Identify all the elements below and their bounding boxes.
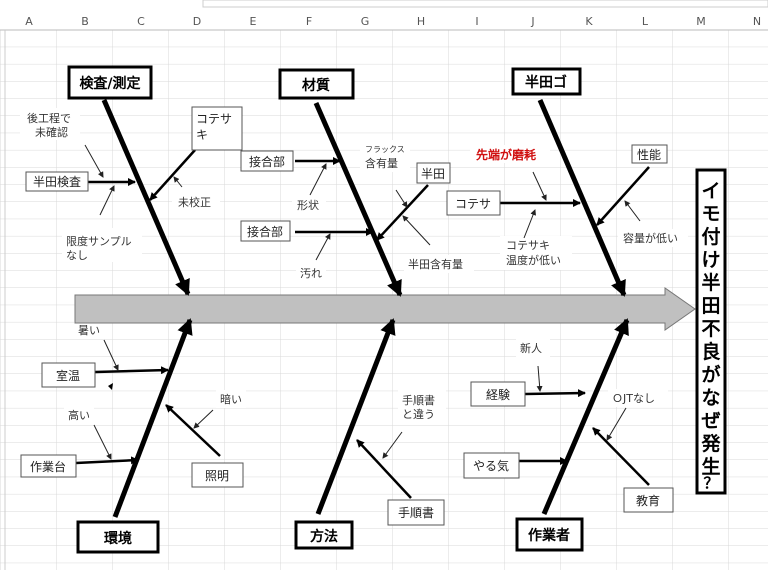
column-header[interactable]: J — [530, 15, 534, 28]
note-hot: 暑い — [78, 324, 100, 337]
note-uncalibrated: 未校正 — [178, 195, 211, 209]
category-box-material — [278, 68, 355, 100]
note-tip-worn: 先端が磨耗 — [476, 147, 536, 162]
result-box — [695, 168, 727, 495]
column-header[interactable]: E — [250, 15, 257, 28]
column-header[interactable]: A — [25, 15, 33, 28]
svg-text:イ: イ — [701, 180, 720, 202]
note-flux-content: フラックス含有量 — [365, 145, 405, 170]
cause-joint-2: 接合部 — [247, 224, 283, 239]
svg-text:不: 不 — [701, 318, 720, 340]
note-differs-from-procedure: 手順書と違う — [402, 393, 435, 421]
category-material: 材質 — [302, 77, 330, 94]
column-header[interactable]: D — [193, 15, 201, 28]
note-no-ojt: ＯJTなし — [612, 392, 655, 405]
category-box-inspection — [67, 65, 153, 100]
cause-joint-1: 接合部 — [249, 154, 285, 169]
svg-text:発: 発 — [700, 432, 721, 455]
category-inspection: 検査/測定 — [79, 75, 140, 92]
note-not-checked-later: 後工程で未確認 — [27, 111, 71, 139]
note-newcomer: 新人 — [520, 341, 542, 355]
spine-arrow — [74, 287, 696, 331]
svg-text:田: 田 — [701, 295, 720, 317]
category-box-method — [294, 520, 354, 550]
category-solder-iron: 半田ゴ — [525, 74, 567, 91]
column-header[interactable]: B — [81, 15, 89, 28]
svg-text:付: 付 — [701, 225, 720, 248]
column-headers: A B C D E F G H I J K L M N — [25, 15, 761, 28]
note-dark: 暗い — [220, 392, 242, 406]
cause-procedure: 手順書 — [398, 506, 434, 520]
column-header[interactable]: N — [753, 15, 761, 28]
note-high: 高い — [68, 408, 90, 422]
cause-iron: コテサ — [455, 197, 491, 211]
category-box-worker — [515, 517, 584, 552]
formula-bar[interactable] — [202, 0, 768, 8]
category-environment: 環境 — [104, 530, 132, 547]
result-text: イ モ 付 け 半 田 不 良 が な ぜ 発 生 ？ — [700, 180, 721, 492]
svg-text:ぜ: ぜ — [701, 410, 720, 432]
cause-solder: 半田 — [421, 167, 445, 181]
svg-text:良: 良 — [701, 340, 720, 363]
cause-experience: 経験 — [486, 387, 510, 402]
cause-performance: 性能 — [637, 148, 661, 162]
cause-workbench: 作業台 — [30, 459, 66, 474]
note-capacity-low: 容量が低い — [623, 231, 678, 245]
note-shape: 形状 — [297, 198, 319, 212]
category-box-solder-iron — [511, 67, 582, 96]
category-method: 方法 — [310, 528, 338, 545]
column-header[interactable]: C — [137, 15, 145, 28]
cause-tip: コテサキ — [196, 112, 232, 142]
svg-text:半: 半 — [701, 271, 720, 294]
column-header[interactable]: I — [475, 15, 478, 28]
category-box-environment — [76, 520, 160, 554]
note-no-limit-sample: 限度サンプルなし — [66, 234, 132, 262]
column-header[interactable]: M — [696, 15, 706, 28]
svg-text:生: 生 — [701, 455, 720, 478]
note-solder-content: 半田含有量 — [408, 257, 463, 271]
column-header[interactable]: K — [585, 15, 593, 28]
svg-text:な: な — [701, 387, 720, 409]
column-header[interactable]: F — [306, 15, 312, 28]
column-header[interactable]: H — [417, 15, 425, 28]
svg-text:け: け — [701, 249, 720, 271]
svg-text:モ: モ — [701, 203, 720, 225]
column-header[interactable]: G — [361, 15, 370, 28]
column-header[interactable]: L — [642, 15, 649, 28]
cause-lighting: 照明 — [205, 469, 229, 483]
cause-solder-inspection: 半田検査 — [33, 175, 81, 189]
cause-education: 教育 — [636, 493, 660, 508]
svg-text:？: ？ — [703, 474, 718, 492]
sub-bones — [75, 149, 650, 499]
main-bones — [101, 99, 630, 518]
category-worker: 作業者 — [528, 527, 570, 544]
note-tip-temp-low: コテサキ温度が低い — [506, 239, 561, 267]
svg-text:が: が — [701, 363, 720, 386]
cause-motivation: やる気 — [473, 458, 509, 473]
cause-room-temp: 室温 — [56, 368, 80, 383]
pointer-arrows — [84, 144, 641, 460]
note-dirt: 汚れ — [300, 267, 322, 280]
